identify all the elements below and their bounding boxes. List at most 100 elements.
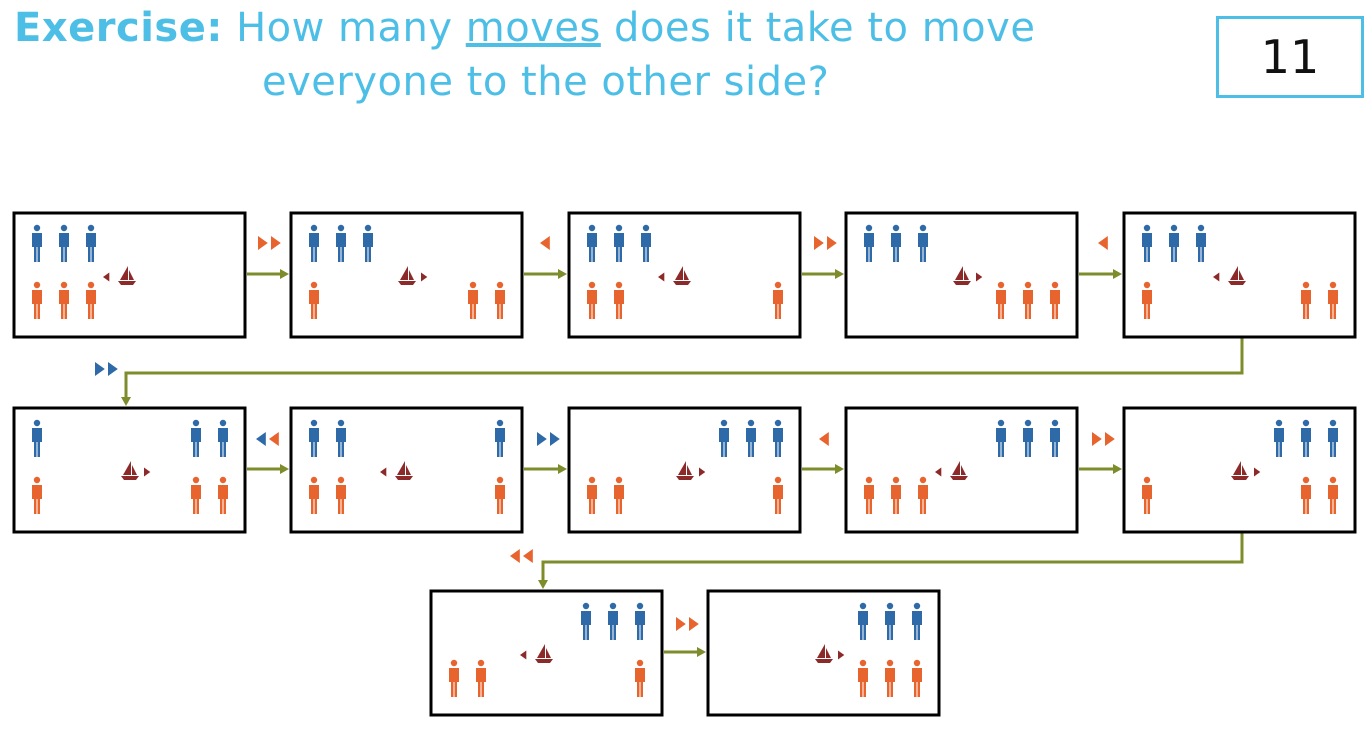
cannibal-figure xyxy=(1328,281,1338,319)
missionary-move-arrow xyxy=(95,362,105,376)
missionary-figure xyxy=(1328,419,1338,457)
boat-icon xyxy=(1231,461,1249,480)
state-panel xyxy=(289,406,524,534)
boat-icon xyxy=(398,266,416,285)
cannibal-figure xyxy=(891,476,901,514)
cannibal-figure xyxy=(32,281,42,319)
boat-icon xyxy=(673,266,691,285)
missionary-figure xyxy=(608,602,618,640)
missionary-figure xyxy=(719,419,729,457)
missionary-figure xyxy=(587,224,597,262)
cannibal-figure xyxy=(218,476,228,514)
cannibal-move-arrow xyxy=(689,617,699,631)
missionary-figure xyxy=(912,602,922,640)
connector-arrowhead xyxy=(558,269,567,279)
boat-direction-arrow xyxy=(976,272,983,282)
boat-direction-arrow xyxy=(838,650,845,660)
missionary-move-arrow xyxy=(537,432,547,446)
cannibal-figure xyxy=(614,476,624,514)
cannibal-figure xyxy=(476,659,486,697)
cannibal-figure xyxy=(1301,476,1311,514)
missionary-figure xyxy=(86,224,96,262)
move-indicator xyxy=(1092,432,1115,446)
move-indicator xyxy=(95,362,118,376)
boat-icon xyxy=(535,644,553,663)
missionary-figure xyxy=(191,419,201,457)
cannibal-figure xyxy=(1023,281,1033,319)
cannibal-figure xyxy=(635,659,645,697)
cannibal-figure xyxy=(912,659,922,697)
move-indicator xyxy=(819,432,829,446)
question-underlined-word: moves xyxy=(465,5,601,51)
boat-direction-arrow xyxy=(1213,272,1220,282)
connector-arrowhead xyxy=(280,269,289,279)
cannibal-figure xyxy=(1142,281,1152,319)
cannibal-move-arrow xyxy=(1105,432,1115,446)
move-indicator xyxy=(258,236,281,250)
cannibal-figure xyxy=(495,476,505,514)
missionary-figure xyxy=(1050,419,1060,457)
cannibal-figure xyxy=(996,281,1006,319)
cannibal-figure xyxy=(1142,476,1152,514)
cannibal-figure xyxy=(495,281,505,319)
state-panel xyxy=(706,589,941,717)
missionary-figure xyxy=(309,419,319,457)
state-panel xyxy=(429,589,664,717)
boat-direction-arrow xyxy=(1254,467,1261,477)
connector-arrowhead xyxy=(697,647,706,657)
boat-direction-arrow xyxy=(103,272,110,282)
connector-arrowhead xyxy=(558,464,567,474)
cannibal-figure xyxy=(1050,281,1060,319)
state-panel xyxy=(844,406,1079,534)
state-frame xyxy=(289,406,524,534)
cannibal-move-arrow xyxy=(510,549,520,563)
move-indicator xyxy=(814,236,837,250)
missionary-figure xyxy=(363,224,373,262)
boat-direction-arrow xyxy=(658,272,665,282)
boat-icon xyxy=(953,266,971,285)
cannibal-figure xyxy=(1328,476,1338,514)
connector-arrowhead xyxy=(835,269,844,279)
boat-icon xyxy=(395,461,413,480)
cannibal-figure xyxy=(864,476,874,514)
cannibal-figure xyxy=(587,281,597,319)
missionary-figure xyxy=(885,602,895,640)
move-indicator xyxy=(676,617,699,631)
question-text-1: How many xyxy=(236,5,453,51)
cannibal-figure xyxy=(773,476,783,514)
cannibal-move-arrow xyxy=(827,236,837,250)
cannibal-move-arrow xyxy=(258,236,268,250)
boat-icon xyxy=(1228,266,1246,285)
exercise-label: Exercise: xyxy=(14,5,223,51)
cannibal-move-arrow xyxy=(269,432,279,446)
move-indicator xyxy=(540,236,550,250)
missionary-figure xyxy=(495,419,505,457)
boat-direction-arrow xyxy=(144,467,151,477)
missionary-figure xyxy=(59,224,69,262)
missionary-move-arrow xyxy=(256,432,266,446)
cannibal-figure xyxy=(1301,281,1311,319)
boat-direction-arrow xyxy=(380,467,387,477)
cannibal-move-arrow xyxy=(1092,432,1102,446)
state-panel xyxy=(1122,211,1357,339)
connector-arrowhead xyxy=(121,397,131,406)
missionary-figure xyxy=(1301,419,1311,457)
cannibal-figure xyxy=(773,281,783,319)
missionary-figure xyxy=(32,419,42,457)
boat-icon xyxy=(676,461,694,480)
connector-arrowhead xyxy=(835,464,844,474)
boat-icon xyxy=(950,461,968,480)
cannibal-figure xyxy=(191,476,201,514)
cannibal-move-arrow xyxy=(271,236,281,250)
missionary-figure xyxy=(858,602,868,640)
missionary-figure xyxy=(773,419,783,457)
connector-arrowhead xyxy=(538,580,548,589)
connector-arrowhead xyxy=(1113,269,1122,279)
cannibal-figure xyxy=(858,659,868,697)
missionary-figure xyxy=(1169,224,1179,262)
boat-icon xyxy=(118,266,136,285)
missionary-figure xyxy=(581,602,591,640)
cannibal-figure xyxy=(59,281,69,319)
connector-line xyxy=(124,337,1244,398)
